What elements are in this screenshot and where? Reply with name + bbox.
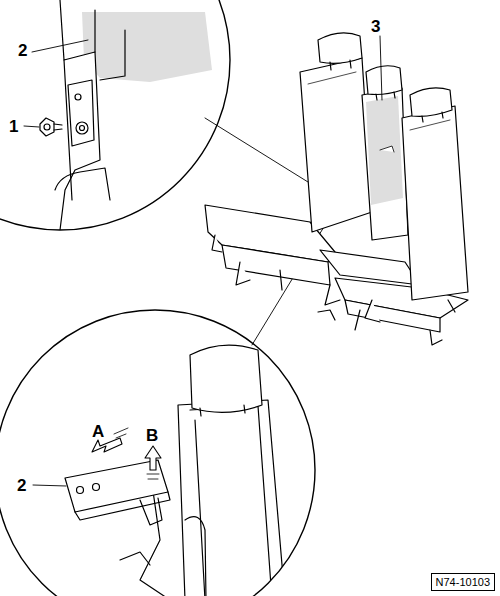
line-art xyxy=(200,405,245,416)
line-art xyxy=(410,88,452,117)
figure-code: N74-10103 xyxy=(436,576,490,588)
line-art xyxy=(32,40,88,52)
line-art xyxy=(40,118,54,136)
line-art xyxy=(300,58,372,232)
line-art xyxy=(24,126,39,127)
line-art xyxy=(362,88,408,240)
line-art xyxy=(75,94,81,100)
line-art xyxy=(402,106,468,300)
armrest-detail xyxy=(65,345,285,596)
line-art xyxy=(185,517,206,596)
line-art xyxy=(178,400,285,596)
line-art xyxy=(93,484,100,491)
callout-number: A xyxy=(92,423,104,440)
figure-code-box: N74-10103 xyxy=(431,573,495,591)
line-art xyxy=(140,498,162,525)
line-art xyxy=(366,96,403,205)
line-art xyxy=(330,60,443,122)
line-art xyxy=(76,122,88,134)
detail-circle xyxy=(0,310,315,596)
rear-seat-bench xyxy=(205,33,468,345)
line-art xyxy=(190,406,272,596)
line-art xyxy=(68,80,94,146)
line-art xyxy=(82,12,212,82)
line-art xyxy=(92,438,122,452)
callout-number: B xyxy=(146,427,158,444)
line-art xyxy=(212,235,442,345)
line-art xyxy=(80,126,85,131)
line-art xyxy=(60,0,100,230)
pivot-detail xyxy=(40,0,212,230)
callout-number: 3 xyxy=(371,18,380,35)
line-art xyxy=(380,36,382,100)
line-art xyxy=(380,146,394,152)
line-art xyxy=(54,124,62,130)
line-art xyxy=(366,66,402,95)
line-art xyxy=(145,446,161,470)
line-art xyxy=(345,300,440,332)
callout-number: 2 xyxy=(18,42,27,59)
line-art xyxy=(64,10,125,200)
line-art xyxy=(114,428,128,438)
line-art xyxy=(33,485,66,486)
line-art xyxy=(75,492,170,520)
line-art xyxy=(55,168,110,200)
line-art xyxy=(318,33,362,64)
line-art xyxy=(318,300,455,320)
callout-number: 1 xyxy=(9,118,18,135)
line-art xyxy=(320,250,420,285)
detail-circle xyxy=(0,0,230,230)
line-art xyxy=(77,487,84,494)
leader-line xyxy=(24,36,382,486)
line-art xyxy=(147,474,159,479)
callout-number: 2 xyxy=(17,477,26,494)
line-art xyxy=(120,552,150,565)
line-art xyxy=(190,345,262,412)
line-art xyxy=(44,124,50,130)
